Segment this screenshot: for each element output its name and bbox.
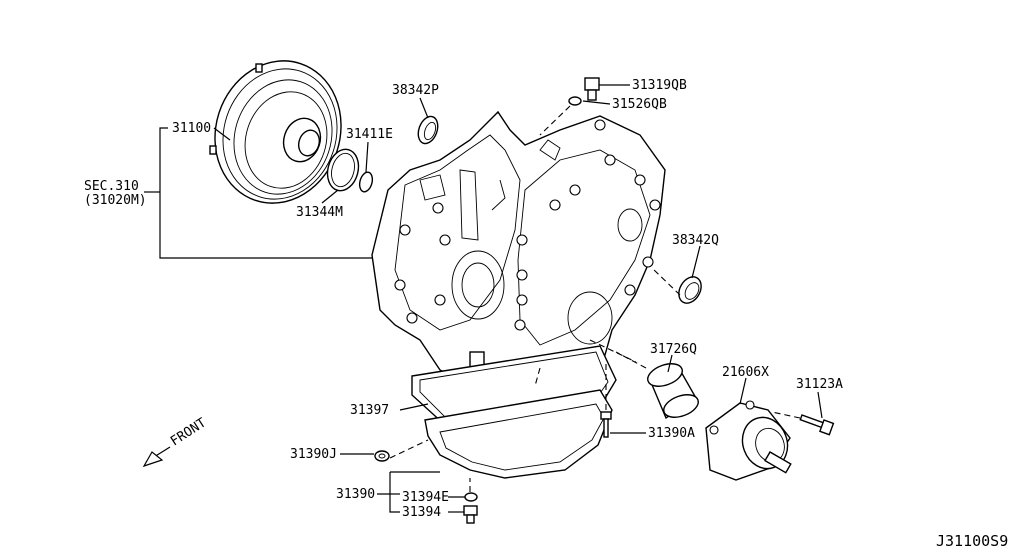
label-31394e: 31394E bbox=[402, 490, 449, 505]
label-31394: 31394 bbox=[402, 505, 441, 520]
label-31526qb: 31526QB bbox=[612, 97, 667, 112]
drain-plug-31319qb bbox=[584, 77, 600, 101]
o-ring-31411e bbox=[358, 171, 374, 193]
label-31390j: 31390J bbox=[290, 447, 337, 462]
front-label: FRONT bbox=[168, 415, 209, 449]
label-31397: 31397 bbox=[350, 403, 389, 418]
label-31344m: 31344M bbox=[296, 205, 343, 220]
pan-bolt-31390a bbox=[600, 411, 612, 438]
label-sec-310-ref: (31020M) bbox=[84, 193, 147, 208]
transaxle-case bbox=[371, 110, 666, 381]
label-31390: 31390 bbox=[336, 487, 375, 502]
diagram-id: J31100S9 bbox=[936, 532, 1008, 550]
label-31726q: 31726Q bbox=[650, 342, 697, 357]
washer-31526qb bbox=[568, 96, 582, 106]
label-21606x: 21606X bbox=[722, 365, 769, 380]
torque-converter bbox=[209, 60, 342, 204]
front-arrow-icon bbox=[142, 446, 171, 468]
bolt-31123a bbox=[799, 414, 835, 436]
oil-seal-38342p bbox=[417, 115, 439, 145]
label-31319qb: 31319QB bbox=[632, 78, 687, 93]
label-31100: 31100 bbox=[172, 121, 211, 136]
label-38342p: 38342P bbox=[392, 83, 439, 98]
label-38342q: 38342Q bbox=[672, 233, 719, 248]
washer-31390j bbox=[374, 450, 390, 462]
drain-washer-31394e bbox=[464, 492, 478, 502]
drain-plug-31394 bbox=[463, 505, 478, 524]
label-sec-310: SEC.310 bbox=[84, 179, 139, 194]
label-31123a: 31123A bbox=[796, 377, 843, 392]
oil-cooler-assembly bbox=[705, 400, 792, 481]
oil-seal-38342q bbox=[678, 276, 702, 304]
label-31390a: 31390A bbox=[648, 426, 695, 441]
label-31411e: 31411E bbox=[346, 127, 393, 142]
oil-filter bbox=[647, 363, 699, 420]
